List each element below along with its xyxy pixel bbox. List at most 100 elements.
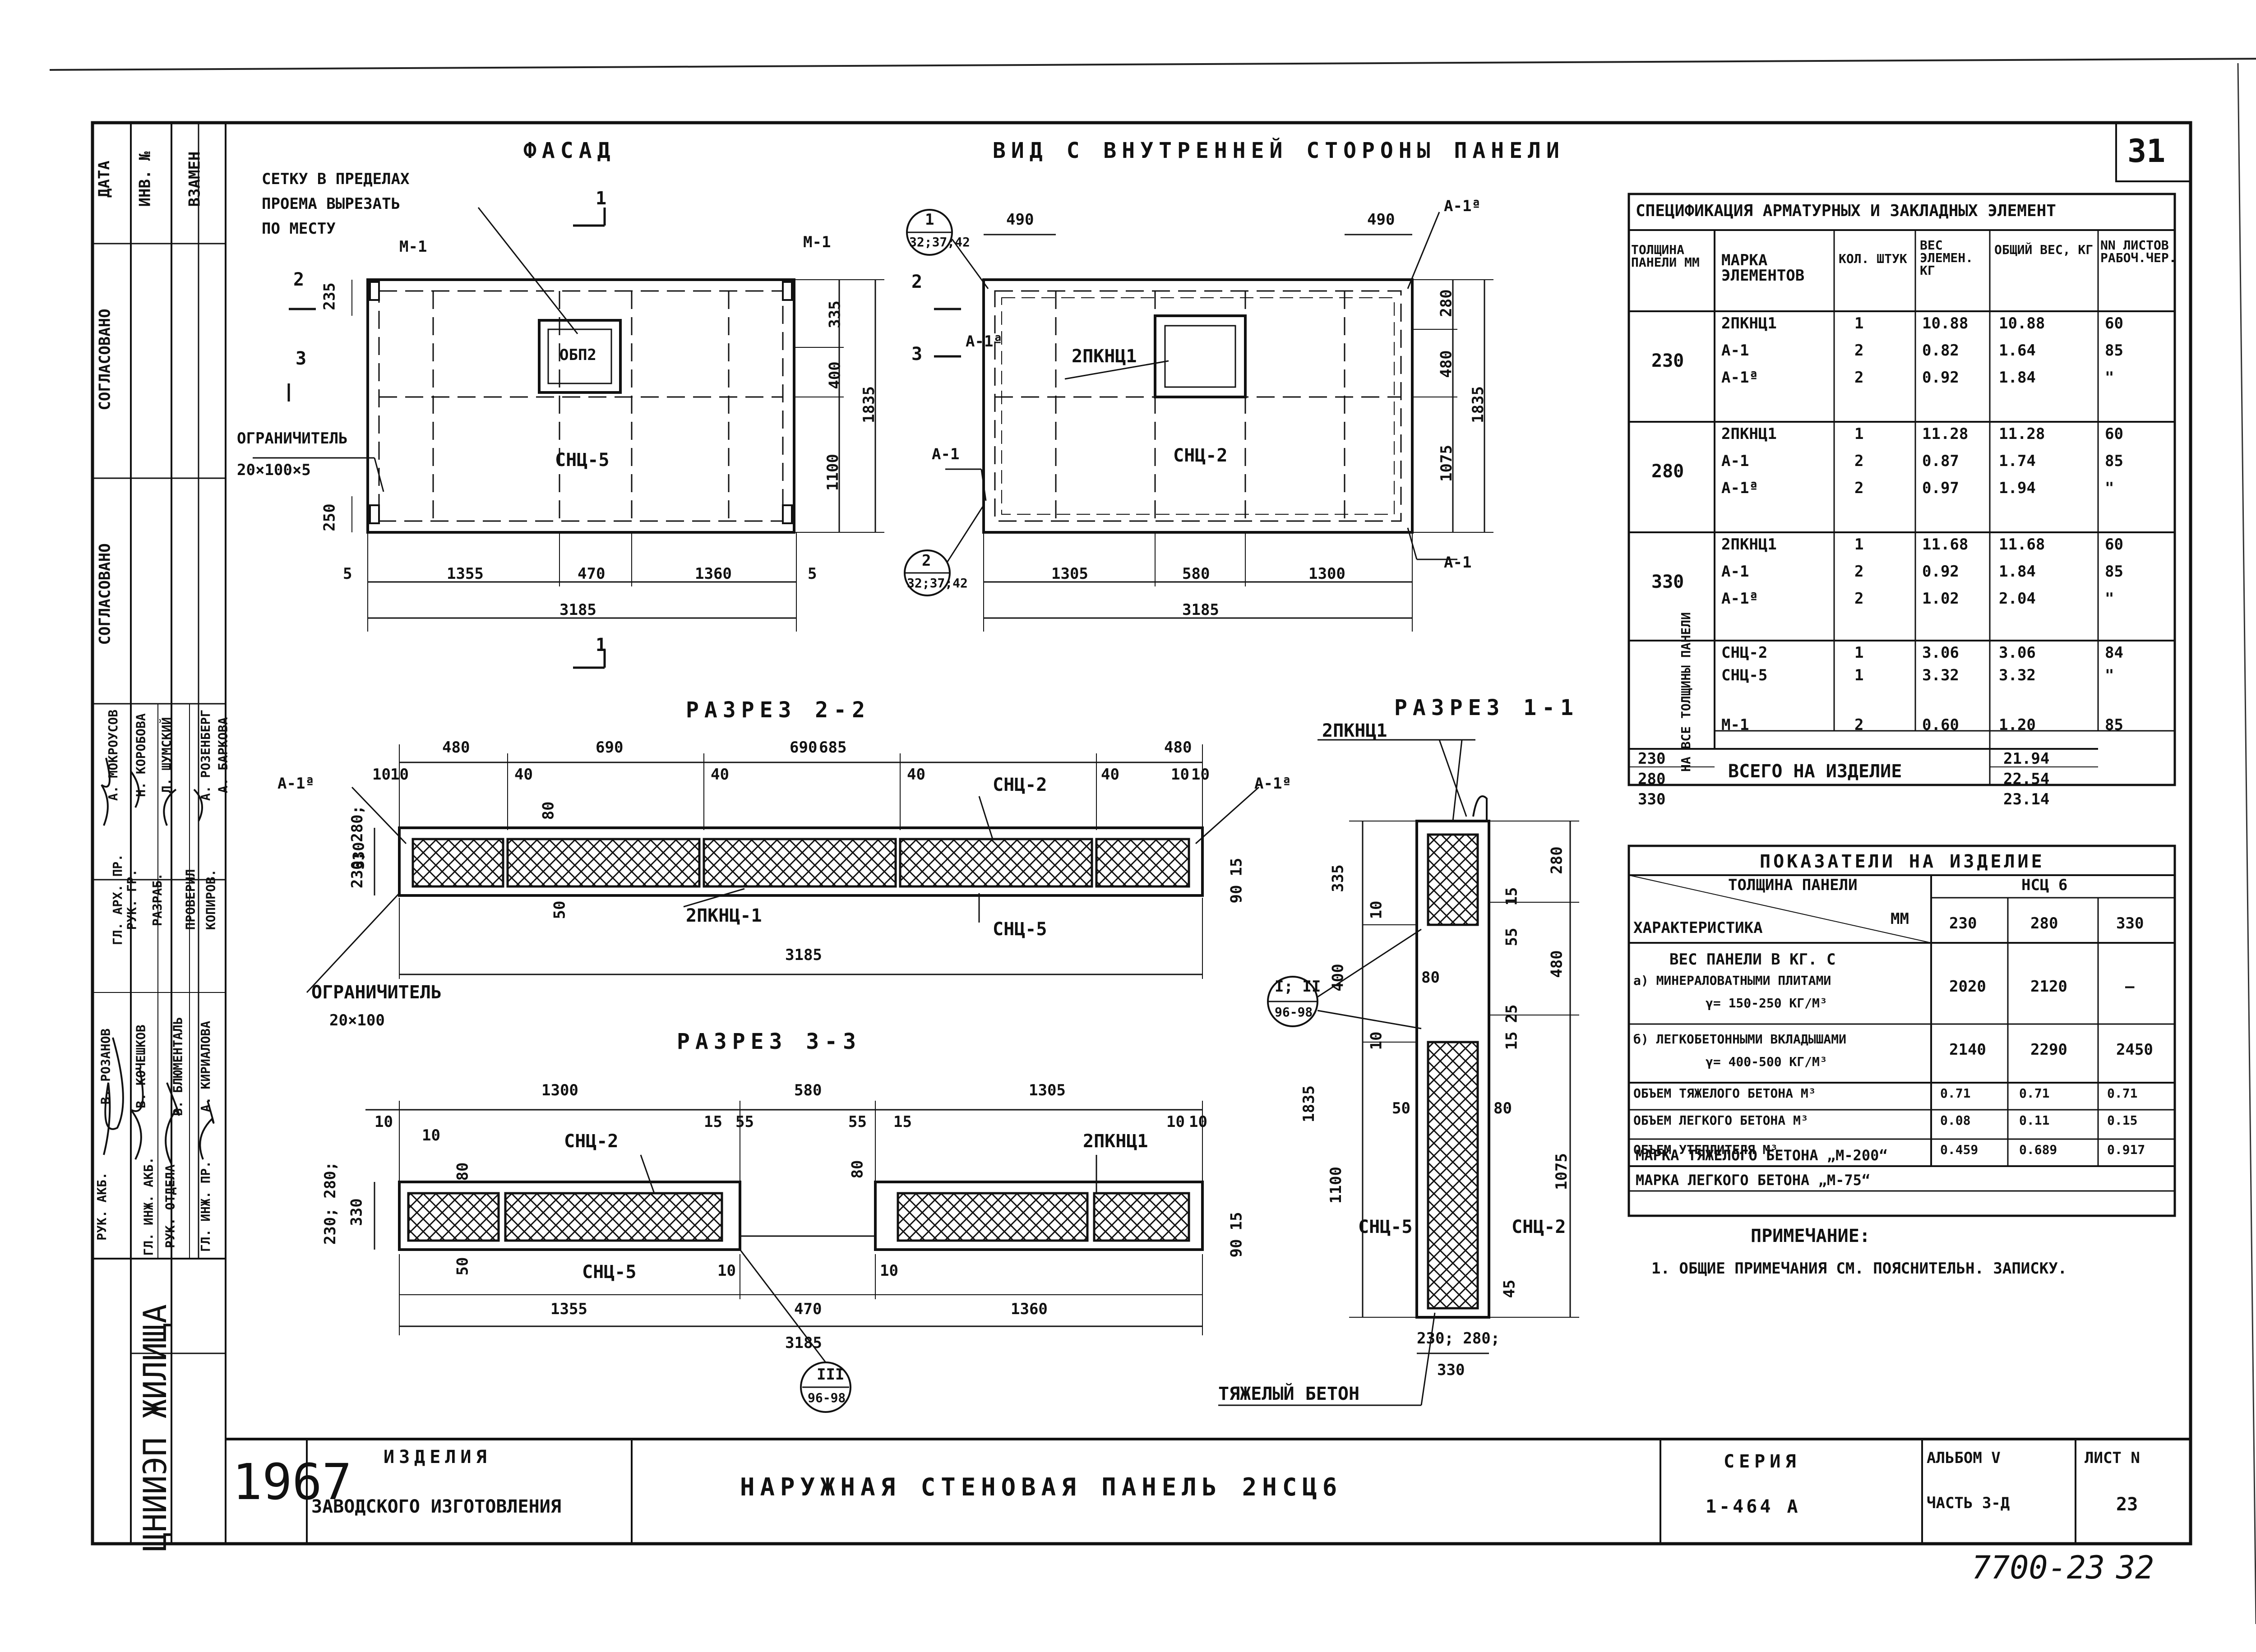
spec-cell: ": [2105, 590, 2114, 608]
dim-3185: 3185: [559, 601, 596, 619]
spec-group-thk: 280: [1651, 461, 1684, 482]
spec-cell: 2: [1854, 590, 1864, 608]
s11-callout-ref: 96-98: [1275, 1005, 1313, 1020]
ind-row-value: 0.71: [2107, 1086, 2138, 1101]
spec-cell: 85: [2105, 452, 2123, 470]
cut-2: 2: [293, 269, 305, 290]
facade-view: [253, 207, 884, 669]
dim-470: 470: [578, 565, 606, 583]
year: 1967: [232, 1453, 352, 1511]
s22-limiter-size: 20×100: [329, 1011, 385, 1029]
s22-a1a-left: А-1ª: [277, 775, 314, 793]
sheet-number-top: 31: [2127, 133, 2166, 170]
facade-note-2: ПРОЕМА ВЫРЕЗАТЬ: [262, 195, 401, 213]
part: ЧАСТЬ 3-Д: [1927, 1494, 2010, 1512]
s22-dim-685: 685: [819, 738, 847, 757]
ind-row-value: 0.11: [2019, 1113, 2050, 1128]
ind-col-mm: ММ: [1891, 910, 1909, 928]
ind-row-label: ОБЪЕМ УТЕПЛИТЕЛЯ М³: [1633, 1142, 1778, 1157]
spec-cell: ": [2105, 666, 2114, 684]
ind-wb-330: 2450: [2116, 1041, 2153, 1059]
dim-580: 580: [1182, 565, 1210, 583]
s33-dim-580: 580: [794, 1081, 822, 1099]
s22-small-40b: 40: [711, 766, 729, 784]
s22-small-40d: 40: [1101, 766, 1119, 784]
s22-pkn: 2ПКНЦ-1: [686, 905, 762, 926]
obp2-label: ОБП2: [559, 346, 596, 364]
s33-small-15a: 15: [704, 1113, 722, 1131]
page-number: 32: [2116, 1549, 2154, 1586]
spec-cell: 11.68: [1922, 535, 1969, 554]
spec-cell: М-1: [1721, 716, 1749, 734]
spec-cell: 11.68: [1999, 535, 2045, 554]
spec-cell: 85: [2105, 716, 2123, 734]
inner-snc2: СНЦ-2: [1173, 445, 1228, 466]
sheet-frame: [91, 121, 2192, 1546]
s11-snc2: СНЦ-2: [1512, 1217, 1566, 1237]
dim-490-b: 490: [1367, 211, 1395, 229]
spec-cell: 3.32: [1922, 666, 1959, 684]
ind-row-value: 0.71: [1940, 1086, 1971, 1101]
section-3-3: [365, 1101, 1204, 1413]
spec-total-thk: 230: [1638, 750, 1666, 768]
limiter-label: ОГРАНИЧИТЕЛЬ: [237, 429, 348, 448]
section33-title: РАЗРЕЗ 3-3: [677, 1029, 861, 1054]
a1a-left: А-1ª: [966, 332, 1003, 351]
dim-1360: 1360: [695, 565, 732, 583]
spec-total-weight: 23.14: [2003, 790, 2050, 808]
spec-cell: 3.32: [1999, 666, 2036, 684]
ind-wa-230: 2020: [1949, 978, 1986, 996]
stamp-number: 7700-23: [1972, 1549, 2105, 1586]
spec-cell: 1.74: [1999, 452, 2036, 470]
spec-cell: А-1: [1721, 341, 1749, 360]
spec-cell: 0.60: [1922, 716, 1959, 734]
spec-h-sheets: NN ЛИСТОВ РАБОЧ.ЧЕР.: [2100, 238, 2177, 265]
s11-pkn: 2ПКНЦ1: [1322, 720, 1387, 741]
ind-row-value: 0.08: [1940, 1113, 1971, 1128]
spec-total-thk: 280: [1638, 770, 1666, 788]
ind-light-grade: МАРКА ЛЕГКОГО БЕТОНА „М-75“: [1636, 1172, 1871, 1189]
ind-weight-a-dens: γ= 150-250 КГ/М³: [1706, 996, 1827, 1011]
series-label: СЕРИЯ: [1724, 1451, 1801, 1472]
s22-small-10c: 10: [1171, 766, 1189, 784]
spec-cell: 11.28: [1999, 425, 2045, 443]
ind-weight-b-dens: γ= 400-500 КГ/М³: [1706, 1054, 1827, 1069]
spec-cell: 1.20: [1999, 716, 2036, 734]
ind-row-value: 0.71: [2019, 1086, 2050, 1101]
ind-row-value: 0.15: [2107, 1113, 2138, 1128]
cut-1-top: 1: [596, 188, 607, 209]
spec-cell: 2: [1854, 563, 1864, 581]
ind-wa-280: 2120: [2030, 978, 2067, 996]
series-value: 1-464 А: [1706, 1496, 1801, 1517]
callout-1-num: 1: [925, 211, 934, 229]
spec-cell: 2.04: [1999, 590, 2036, 608]
dim-1305: 1305: [1051, 565, 1088, 583]
spec-cell: А-1ª: [1721, 590, 1758, 608]
spec-cell: 85: [2105, 341, 2123, 360]
section11-title: РАЗРЕЗ 1-1: [1394, 695, 1579, 720]
ind-wa-330: —: [2125, 978, 2135, 996]
inner-cut-2: 2: [911, 272, 923, 292]
spec-cell: 1.02: [1922, 590, 1959, 608]
spec-cell: 60: [2105, 425, 2123, 443]
s33-callout-ref: 96-98: [808, 1390, 846, 1405]
a1-left: А-1: [932, 445, 960, 463]
spec-total-weight: 21.94: [2003, 750, 2050, 768]
spec-cell: 2: [1854, 716, 1864, 734]
product-line-1: ИЗДЕЛИЯ: [384, 1447, 491, 1467]
s33-dim-1300: 1300: [541, 1081, 578, 1099]
spec-cell: 60: [2105, 535, 2123, 554]
spec-cell: А-1: [1721, 452, 1749, 470]
spec-cell: 0.92: [1922, 563, 1959, 581]
product-line-2: ЗАВОДСКОГО ИЗГОТОВЛЕНИЯ: [311, 1496, 561, 1517]
spec-title: СПЕЦИФИКАЦИЯ АРМАТУРНЫХ И ЗАКЛАДНЫХ ЭЛЕМ…: [1636, 202, 2056, 220]
spec-cell: 1.64: [1999, 341, 2036, 360]
notes-title: ПРИМЕЧАНИЕ:: [1751, 1226, 1870, 1246]
s22-a1a-right: А-1ª: [1254, 775, 1291, 793]
title-block-frame: [225, 1259, 2191, 1544]
spec-cell: СНЦ-2: [1721, 644, 1768, 662]
s22-small-10b: 10: [390, 766, 409, 784]
inner-view-title: ВИД С ВНУТРЕННЕЙ СТОРОНЫ ПАНЕЛИ: [993, 138, 1565, 163]
indicators-table-grid: [1627, 844, 2176, 1217]
